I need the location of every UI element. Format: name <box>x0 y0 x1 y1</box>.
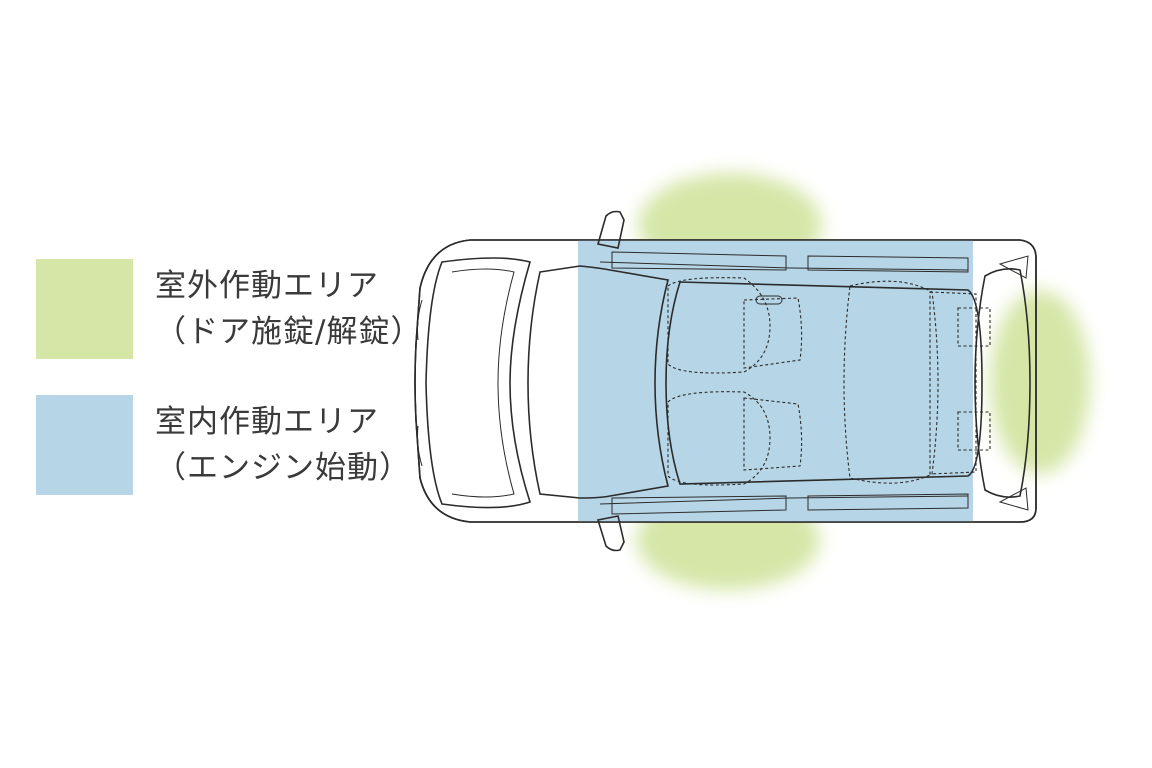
rear-hatch <box>974 268 1031 498</box>
seats <box>667 277 991 486</box>
center-handle <box>755 295 783 305</box>
roof <box>665 281 983 485</box>
seat-front-bottom <box>667 391 771 486</box>
console-lower <box>743 397 803 471</box>
seat-front-top <box>667 277 771 374</box>
side-trim-top-rear <box>807 255 969 273</box>
legend-label-interior: 室内作動エリア （エンジン始動） <box>155 399 411 491</box>
legend-label-exterior: 室外作動エリア （ドア施錠/解錠） <box>155 263 422 355</box>
cargo-area <box>929 291 977 475</box>
legend-exterior: 室外作動エリア （ドア施錠/解錠） <box>36 259 422 359</box>
legend-interior-line2: （エンジン始動） <box>155 450 411 486</box>
front-bumper-bottom <box>417 425 423 467</box>
side-trim-top-front <box>611 251 787 271</box>
legend-exterior-line2: （ドア施錠/解錠） <box>155 314 423 350</box>
legend-swatch-exterior <box>36 259 133 359</box>
interior-zone <box>578 240 973 522</box>
side-trim-bottom-rear <box>807 493 969 511</box>
roof-rail-top <box>599 261 969 271</box>
hood-inner <box>451 268 515 498</box>
car-body <box>414 210 1037 552</box>
legend-interior: 室内作動エリア （エンジン始動） <box>36 395 411 495</box>
front-bumper-top <box>417 299 423 341</box>
rear-light-bottom <box>998 487 1029 511</box>
rear-light-top <box>998 255 1029 279</box>
mirror-bottom <box>596 515 625 552</box>
car-outer-outline-top <box>414 239 1037 523</box>
side-trim-bottom-front <box>611 495 787 515</box>
legend-interior-line1: 室内作動エリア <box>155 404 379 440</box>
legend-swatch-interior <box>36 395 133 495</box>
rear-box-bottom <box>957 411 991 451</box>
exterior-zone-rear <box>990 290 1090 474</box>
seat-rear <box>843 280 939 484</box>
roof-rail-bottom <box>599 495 969 505</box>
mirror-top <box>596 210 625 249</box>
legend-exterior-line1: 室外作動エリア <box>155 268 379 304</box>
rear-box-top <box>957 307 991 347</box>
windshield <box>527 265 669 499</box>
console <box>743 297 803 369</box>
hood <box>425 257 532 509</box>
